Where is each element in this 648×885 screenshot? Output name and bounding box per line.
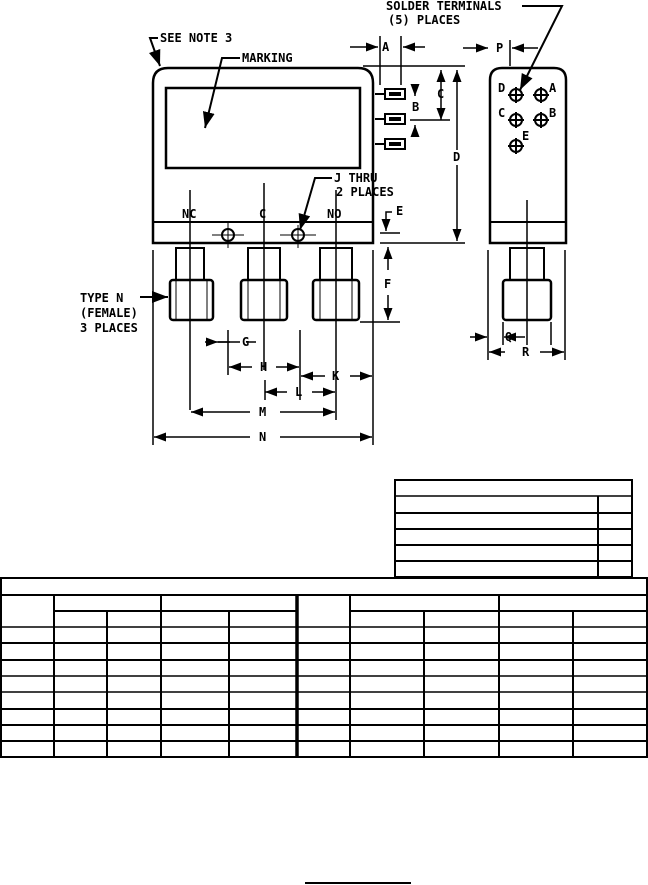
dim-e: E bbox=[396, 204, 403, 218]
dim-r: R bbox=[522, 345, 530, 359]
dim-m: M bbox=[259, 405, 266, 419]
small-table bbox=[394, 479, 633, 578]
dim-d: D bbox=[453, 150, 460, 164]
terminal-b-label: B bbox=[549, 106, 556, 120]
mounting-hole bbox=[212, 222, 244, 248]
mounting-hole bbox=[280, 225, 316, 248]
see-note-label: SEE NOTE 3 bbox=[160, 31, 232, 45]
j-thru-label: J THRU bbox=[334, 171, 377, 185]
port-c-label: C bbox=[259, 207, 266, 221]
marking-label: MARKING bbox=[242, 51, 293, 65]
dimension-table bbox=[0, 577, 648, 758]
side-view bbox=[488, 66, 568, 345]
dim-n: N bbox=[259, 430, 266, 444]
terminal-c-label: C bbox=[498, 106, 505, 120]
dim-l: L bbox=[295, 385, 302, 399]
solder-terminals bbox=[375, 88, 406, 150]
j-thru-places: 2 PLACES bbox=[336, 185, 394, 199]
solder-terminals-count: (5) PLACES bbox=[388, 13, 460, 27]
terminal-e-label: E bbox=[522, 129, 529, 143]
dim-q: Q bbox=[505, 330, 512, 344]
type-n-female: (FEMALE) bbox=[80, 306, 138, 320]
port-nc-label: NC bbox=[182, 207, 196, 221]
dim-h: H bbox=[260, 360, 267, 374]
type-n-label: TYPE N bbox=[80, 291, 123, 305]
dim-f: F bbox=[384, 277, 391, 291]
dim-c: C bbox=[437, 87, 444, 101]
connector-no bbox=[311, 247, 361, 322]
front-view bbox=[151, 66, 406, 420]
terminal-a-label: A bbox=[549, 81, 557, 95]
terminal-d-label: D bbox=[498, 81, 505, 95]
dim-k: K bbox=[332, 369, 340, 383]
marking-area bbox=[164, 86, 362, 170]
dim-g: G bbox=[242, 335, 249, 349]
connector-nc bbox=[168, 247, 215, 322]
solder-terminals-label: SOLDER TERMINALS bbox=[386, 0, 502, 13]
dim-p: P bbox=[496, 41, 503, 55]
port-no-label: NO bbox=[327, 207, 341, 221]
dim-b: B bbox=[412, 100, 419, 114]
dim-a: A bbox=[382, 40, 390, 54]
type-n-places: 3 PLACES bbox=[80, 321, 138, 335]
connector-c bbox=[239, 247, 289, 322]
